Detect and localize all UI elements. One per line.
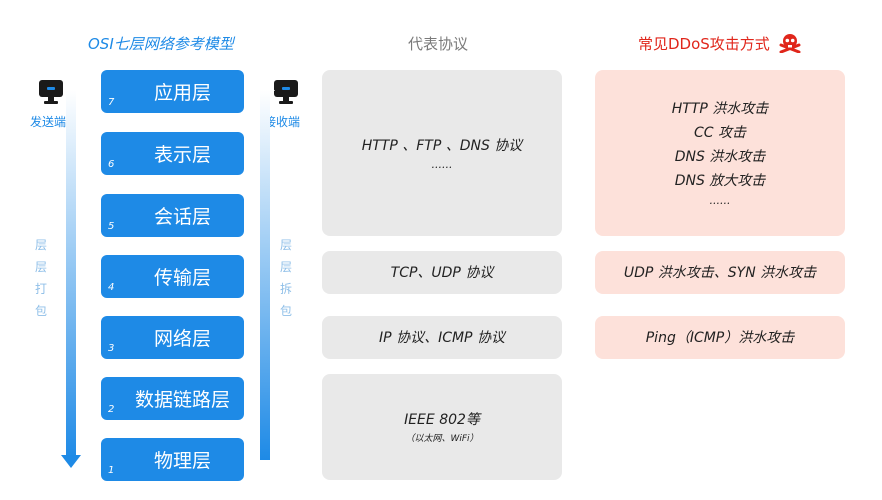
- protocol-ellipsis: ......: [431, 158, 453, 171]
- layer-session: 5 会话层: [101, 194, 244, 237]
- layer-name: 网络层: [153, 328, 211, 350]
- layer-presentation: 6 表示层: [101, 132, 244, 175]
- sender-process-char: 层: [34, 238, 47, 252]
- layer-number: 6: [108, 159, 115, 170]
- arrow-up-icon: [255, 78, 275, 91]
- receiver-label: 接收端: [264, 115, 301, 129]
- attack-item: DNS 放大攻击: [674, 173, 766, 189]
- sender-process-char: 层: [34, 260, 47, 274]
- layer-name: 应用层: [153, 82, 211, 104]
- sender-label: 发送端: [30, 115, 67, 129]
- sender-process-char: 包: [34, 304, 47, 318]
- protocols-title: 代表协议: [408, 35, 469, 53]
- receiver-process-char: 包: [279, 304, 292, 318]
- layer-name: 物理层: [153, 450, 211, 472]
- arrow-down-icon: [61, 455, 81, 468]
- osi-model-title: OSI七层网络参考模型: [88, 35, 234, 53]
- decapsulation-arrow: [260, 90, 270, 460]
- sender-process-char: 打: [34, 282, 47, 296]
- layer-transport: 4 传输层: [101, 255, 244, 298]
- attack-network: Ping（ICMP）洪水攻击: [595, 316, 845, 359]
- layer-data-link: 2 数据链路层: [101, 377, 244, 420]
- layer-number: 2: [108, 404, 115, 415]
- ddos-title: 常见DDoS攻击方式: [638, 33, 801, 54]
- attack-item: DNS 洪水攻击: [674, 149, 766, 165]
- protocol-text: IP 协议、ICMP 协议: [379, 329, 505, 346]
- protocol-lower-layers: IEEE 802等 （以太网、WiFi）: [322, 374, 562, 480]
- layer-network: 3 网络层: [101, 316, 244, 359]
- protocol-network: IP 协议、ICMP 协议: [322, 316, 562, 359]
- layer-name: 会话层: [153, 206, 211, 228]
- layer-number: 3: [108, 343, 115, 354]
- protocol-text: TCP、UDP 协议: [390, 264, 494, 281]
- layer-name: 传输层: [153, 267, 211, 289]
- attack-item: Ping（ICMP）洪水攻击: [645, 329, 795, 346]
- layer-physical: 1 物理层: [101, 438, 244, 481]
- layer-name: 数据链路层: [134, 389, 230, 411]
- receiver-process-char: 层: [279, 238, 292, 252]
- attack-upper-layers: HTTP 洪水攻击 CC 攻击 DNS 洪水攻击 DNS 放大攻击 ......: [595, 70, 845, 236]
- attack-item: UDP 洪水攻击、SYN 洪水攻击: [623, 264, 817, 281]
- layer-name: 表示层: [153, 144, 211, 166]
- layer-number: 1: [108, 465, 115, 476]
- receiver-process-char: 层: [279, 260, 292, 274]
- ddos-title-text: 常见DDoS攻击方式: [638, 35, 770, 53]
- layer-number: 5: [108, 221, 115, 232]
- protocol-text: IEEE 802等: [404, 412, 480, 428]
- attack-transport: UDP 洪水攻击、SYN 洪水攻击: [595, 251, 845, 294]
- layer-application: 7 应用层: [101, 70, 244, 113]
- attack-item: CC 攻击: [693, 125, 746, 141]
- layer-number: 4: [108, 282, 115, 293]
- protocol-text: HTTP 、FTP 、DNS 协议: [361, 138, 523, 154]
- encapsulation-arrow: [66, 90, 76, 460]
- monitor-icon: [274, 80, 298, 104]
- protocol-transport: TCP、UDP 协议: [322, 251, 562, 294]
- attack-item: HTTP 洪水攻击: [671, 101, 769, 117]
- skull-crossbones-icon: [779, 34, 801, 54]
- layer-number: 7: [108, 97, 115, 108]
- monitor-icon: [39, 80, 63, 104]
- attack-ellipsis: ......: [709, 194, 731, 207]
- protocol-upper-layers: HTTP 、FTP 、DNS 协议 ......: [322, 70, 562, 236]
- protocol-subtext: （以太网、WiFi）: [405, 434, 479, 444]
- receiver-process-char: 拆: [279, 282, 292, 296]
